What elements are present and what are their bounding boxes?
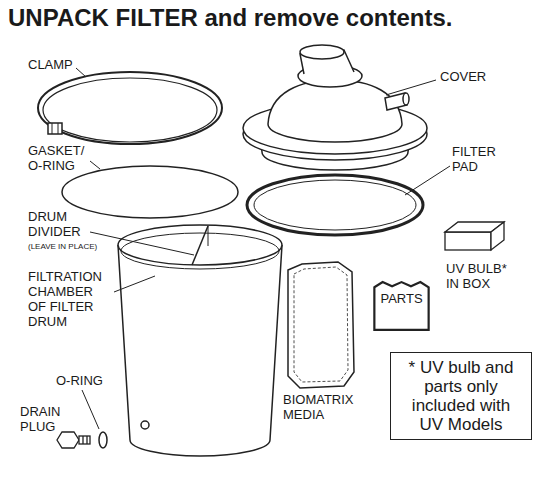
drain-plug: [82, 436, 83, 444]
filter-drum: [118, 225, 282, 265]
leader-line: [386, 80, 436, 95]
drain-plug: [57, 432, 79, 448]
filter-drum: [118, 225, 282, 456]
part-label: FILTER PAD: [452, 145, 504, 175]
gasket-ring: [62, 166, 238, 218]
node-text: * UV bulb and parts only included with U…: [399, 358, 523, 434]
clamp-ring: [43, 78, 217, 142]
filter-cover: [300, 45, 344, 59]
filter-drum: [208, 226, 209, 246]
drain-plug: [86, 436, 87, 444]
leader-line: [90, 232, 194, 255]
biomatrix-media: [294, 267, 348, 382]
filter-cover: [268, 80, 402, 142]
part-label: DRUM DIVIDER: [28, 210, 90, 240]
filter-drum: [192, 226, 208, 265]
part-label: BIOMATRIX MEDIA: [283, 393, 363, 423]
o-ring: [99, 432, 107, 448]
uv-bulb-box: [445, 232, 491, 250]
clamp-ring: [38, 72, 222, 144]
part-label: CLAMP: [28, 58, 73, 73]
filter-pad: [247, 175, 423, 235]
leader-line: [405, 166, 450, 195]
biomatrix-media: [288, 262, 354, 388]
filter-drum: [118, 245, 282, 456]
filter-cover: [243, 45, 427, 170]
uv-bulb-box: [445, 222, 504, 250]
drain-plug: [57, 432, 90, 448]
filter-pad: [254, 180, 416, 230]
gasket-ring: [62, 166, 238, 218]
leader-line: [90, 161, 100, 169]
page-title: UNPACK FILTER and remove contents.: [8, 4, 453, 32]
filter-drum: [141, 421, 149, 429]
part-label: FILTRATION CHAMBER OF FILTER DRUM: [28, 270, 112, 330]
bag-outline: [374, 282, 428, 330]
leader-line: [114, 276, 155, 292]
drain-plug: [79, 436, 90, 444]
leader-line: [82, 390, 99, 429]
part-label: DRAIN PLUG: [20, 405, 68, 435]
note-box: * UV bulb and parts only included with U…: [390, 352, 532, 440]
node-text: PARTS: [378, 292, 425, 307]
part-label: COVER: [440, 70, 486, 85]
part-label: O-RING: [56, 374, 103, 389]
part-label: (LEAVE IN PLACE): [28, 242, 97, 251]
clamp-ring: [52, 123, 53, 134]
parts-bag: PARTS: [372, 280, 431, 332]
clamp-ring: [38, 72, 222, 144]
clamp-ring: [48, 123, 62, 134]
filter-pad: [247, 175, 423, 235]
biomatrix-media: [288, 262, 354, 388]
uv-bulb-box: [491, 222, 504, 250]
leader-line: [76, 68, 86, 77]
filter-drum: [121, 233, 279, 269]
part-label: UV BULB* IN BOX: [446, 262, 516, 292]
clamp-ring: [58, 123, 59, 134]
o-ring: [99, 432, 107, 448]
filter-cover: [403, 93, 409, 105]
part-label: GASKET/ O-RING: [28, 144, 90, 174]
